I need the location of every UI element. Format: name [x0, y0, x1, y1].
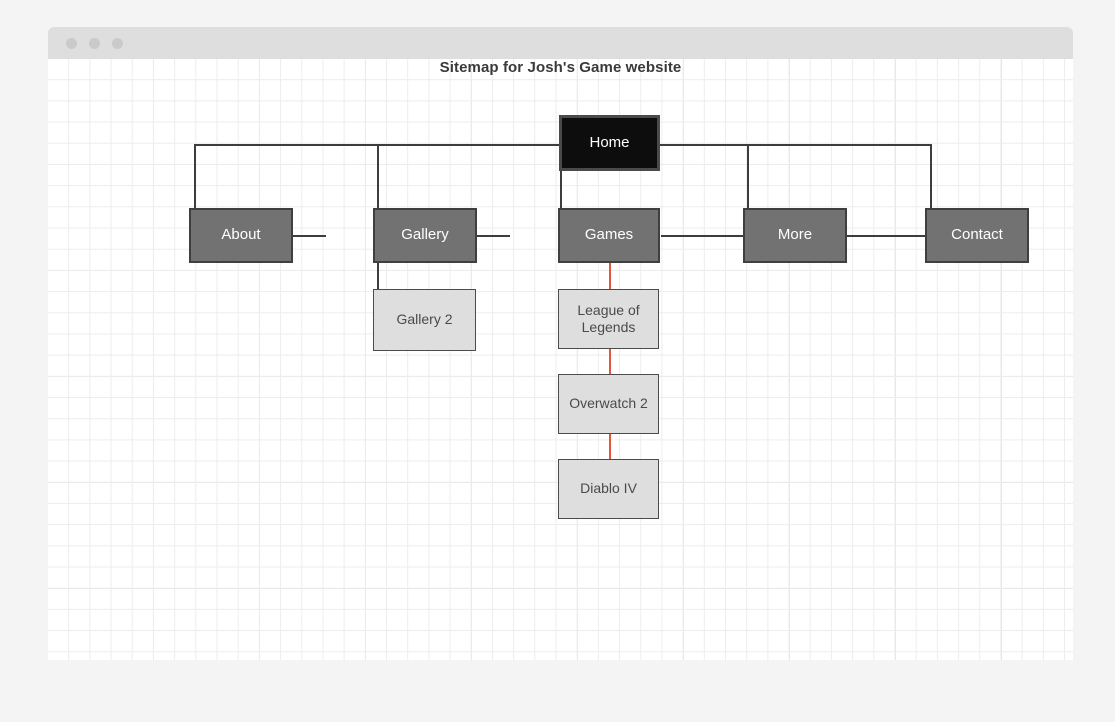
node-overwatch-2[interactable]: Overwatch 2: [558, 374, 659, 434]
edge-games-more: [661, 235, 743, 237]
edge-bus-to-gallery: [377, 144, 379, 208]
node-contact-label: Contact: [951, 226, 1003, 244]
edge-overwatch-to-diablo: [609, 434, 611, 461]
edge-bus-to-games: [560, 144, 562, 208]
window-titlebar[interactable]: [48, 27, 1073, 59]
node-about-label: About: [221, 226, 261, 244]
sitemap-canvas[interactable]: Home About Gallery Games More Contact Ga…: [48, 59, 1073, 660]
edge-more-contact: [847, 235, 929, 237]
node-overwatch-2-label: Overwatch 2: [569, 395, 648, 412]
node-home-label: Home: [589, 133, 630, 151]
node-gallery-2[interactable]: Gallery 2: [373, 289, 476, 351]
node-about[interactable]: About: [189, 208, 293, 263]
node-gallery-2-label: Gallery 2: [396, 311, 453, 328]
edge-gallery-to-gallery2: [377, 263, 379, 290]
maximize-dot-icon[interactable]: [112, 38, 123, 49]
diagram-title: Sitemap for Josh's Game website: [439, 59, 682, 76]
node-diablo-iv[interactable]: Diablo IV: [558, 459, 659, 519]
application-window: Home About Gallery Games More Contact Ga…: [48, 27, 1073, 660]
edge-lol-to-overwatch: [609, 349, 611, 376]
node-more[interactable]: More: [743, 208, 847, 263]
node-more-label: More: [777, 226, 813, 244]
node-home[interactable]: Home: [559, 115, 660, 171]
node-league-of-legends[interactable]: League of Legends: [558, 289, 659, 349]
close-dot-icon[interactable]: [66, 38, 77, 49]
node-contact[interactable]: Contact: [925, 208, 1029, 263]
node-gallery[interactable]: Gallery: [373, 208, 477, 263]
minimize-dot-icon[interactable]: [89, 38, 100, 49]
node-games[interactable]: Games: [558, 208, 660, 263]
edge-bus-to-contact: [930, 144, 932, 208]
edge-bus-to-more: [747, 144, 749, 208]
node-diablo-iv-label: Diablo IV: [580, 480, 637, 497]
edge-games-to-lol: [609, 263, 611, 290]
edge-bus-to-about: [194, 144, 196, 208]
node-gallery-label: Gallery: [401, 226, 449, 244]
node-games-label: Games: [584, 226, 634, 244]
node-league-of-legends-label: League of Legends: [577, 301, 640, 336]
